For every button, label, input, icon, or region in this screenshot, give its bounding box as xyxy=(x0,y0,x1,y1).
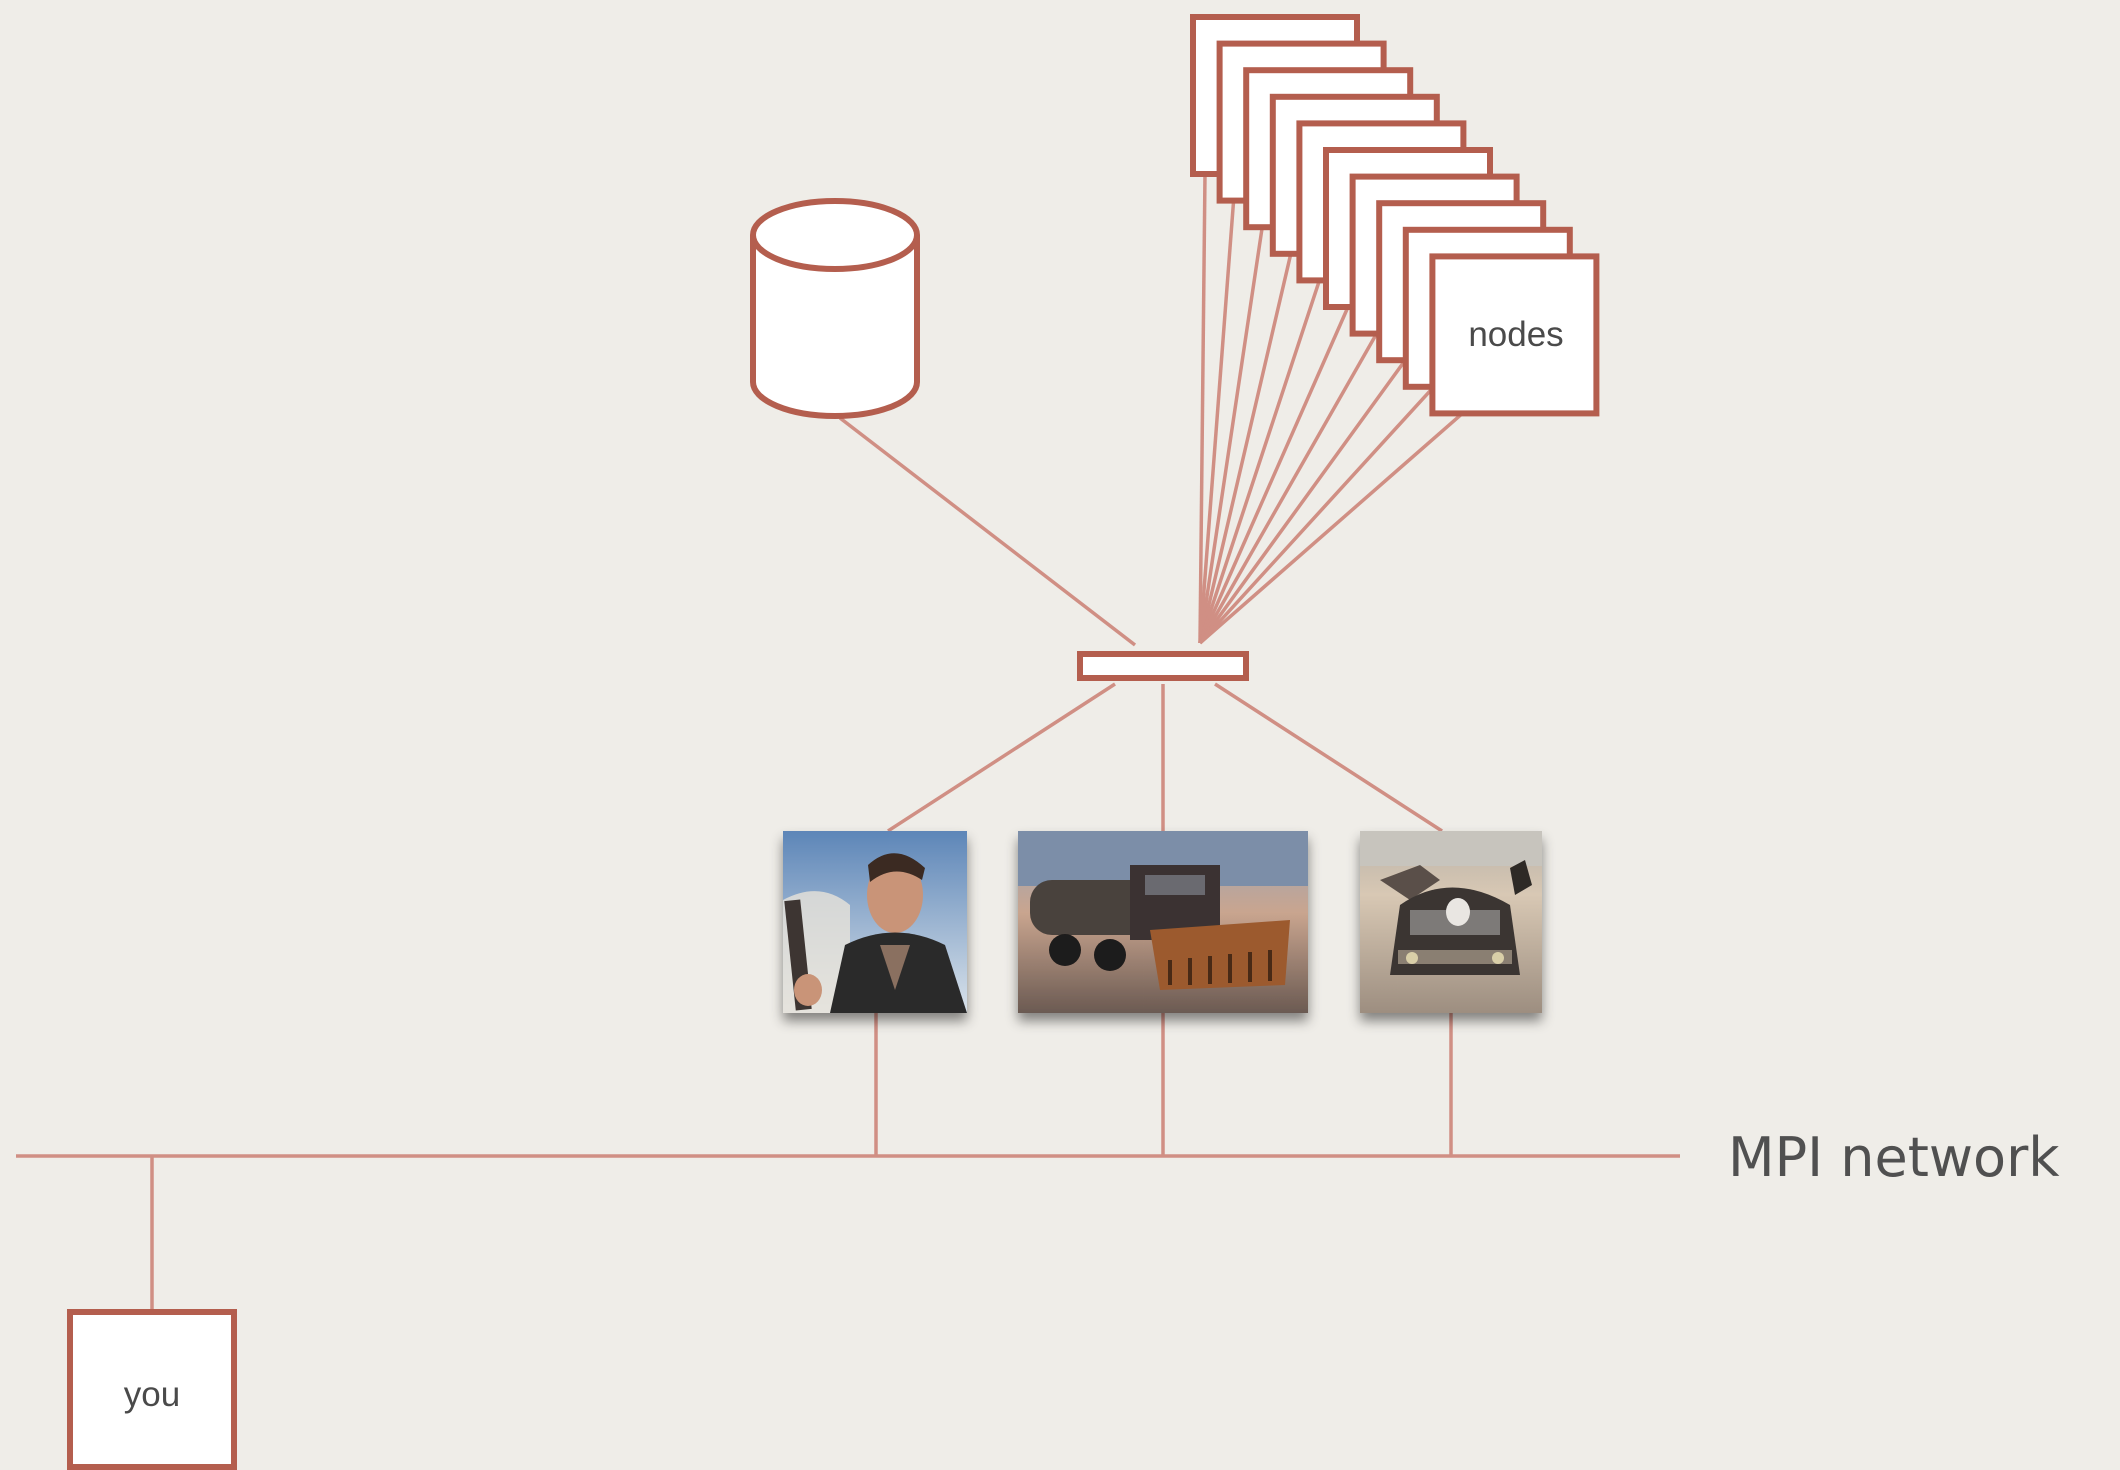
node-box xyxy=(1429,253,1600,417)
photo-black-car xyxy=(1360,831,1542,1013)
node-fan-line xyxy=(1198,226,1264,644)
network-label: MPI network xyxy=(1728,1126,2060,1189)
node-fan-line xyxy=(1198,173,1207,644)
nodes-label: nodes xyxy=(1468,315,1563,354)
line-switch-photo-3 xyxy=(1214,682,1443,833)
line-switch-photo-1 xyxy=(887,682,1116,833)
database-icon xyxy=(750,198,920,419)
photo-man-with-gun xyxy=(783,831,967,1013)
node-stack xyxy=(1190,14,1600,417)
node-fan-line xyxy=(1198,385,1436,645)
photo-tanker-truck xyxy=(1018,831,1308,1013)
connection-lines xyxy=(16,416,1680,1312)
node-fan-line xyxy=(1198,332,1379,644)
node-fan-lines xyxy=(1198,173,1464,645)
node-fan-line xyxy=(1198,279,1322,644)
you-label: you xyxy=(124,1375,180,1414)
node-fan-line xyxy=(1198,200,1236,644)
node-fan-line xyxy=(1198,253,1293,644)
you-box xyxy=(67,1309,237,1470)
node-fan-line xyxy=(1198,359,1407,645)
node-fan-line xyxy=(1198,306,1350,644)
switch-icon xyxy=(1077,651,1249,681)
line-database-switch xyxy=(838,416,1137,647)
node-fan-line xyxy=(1198,412,1464,645)
